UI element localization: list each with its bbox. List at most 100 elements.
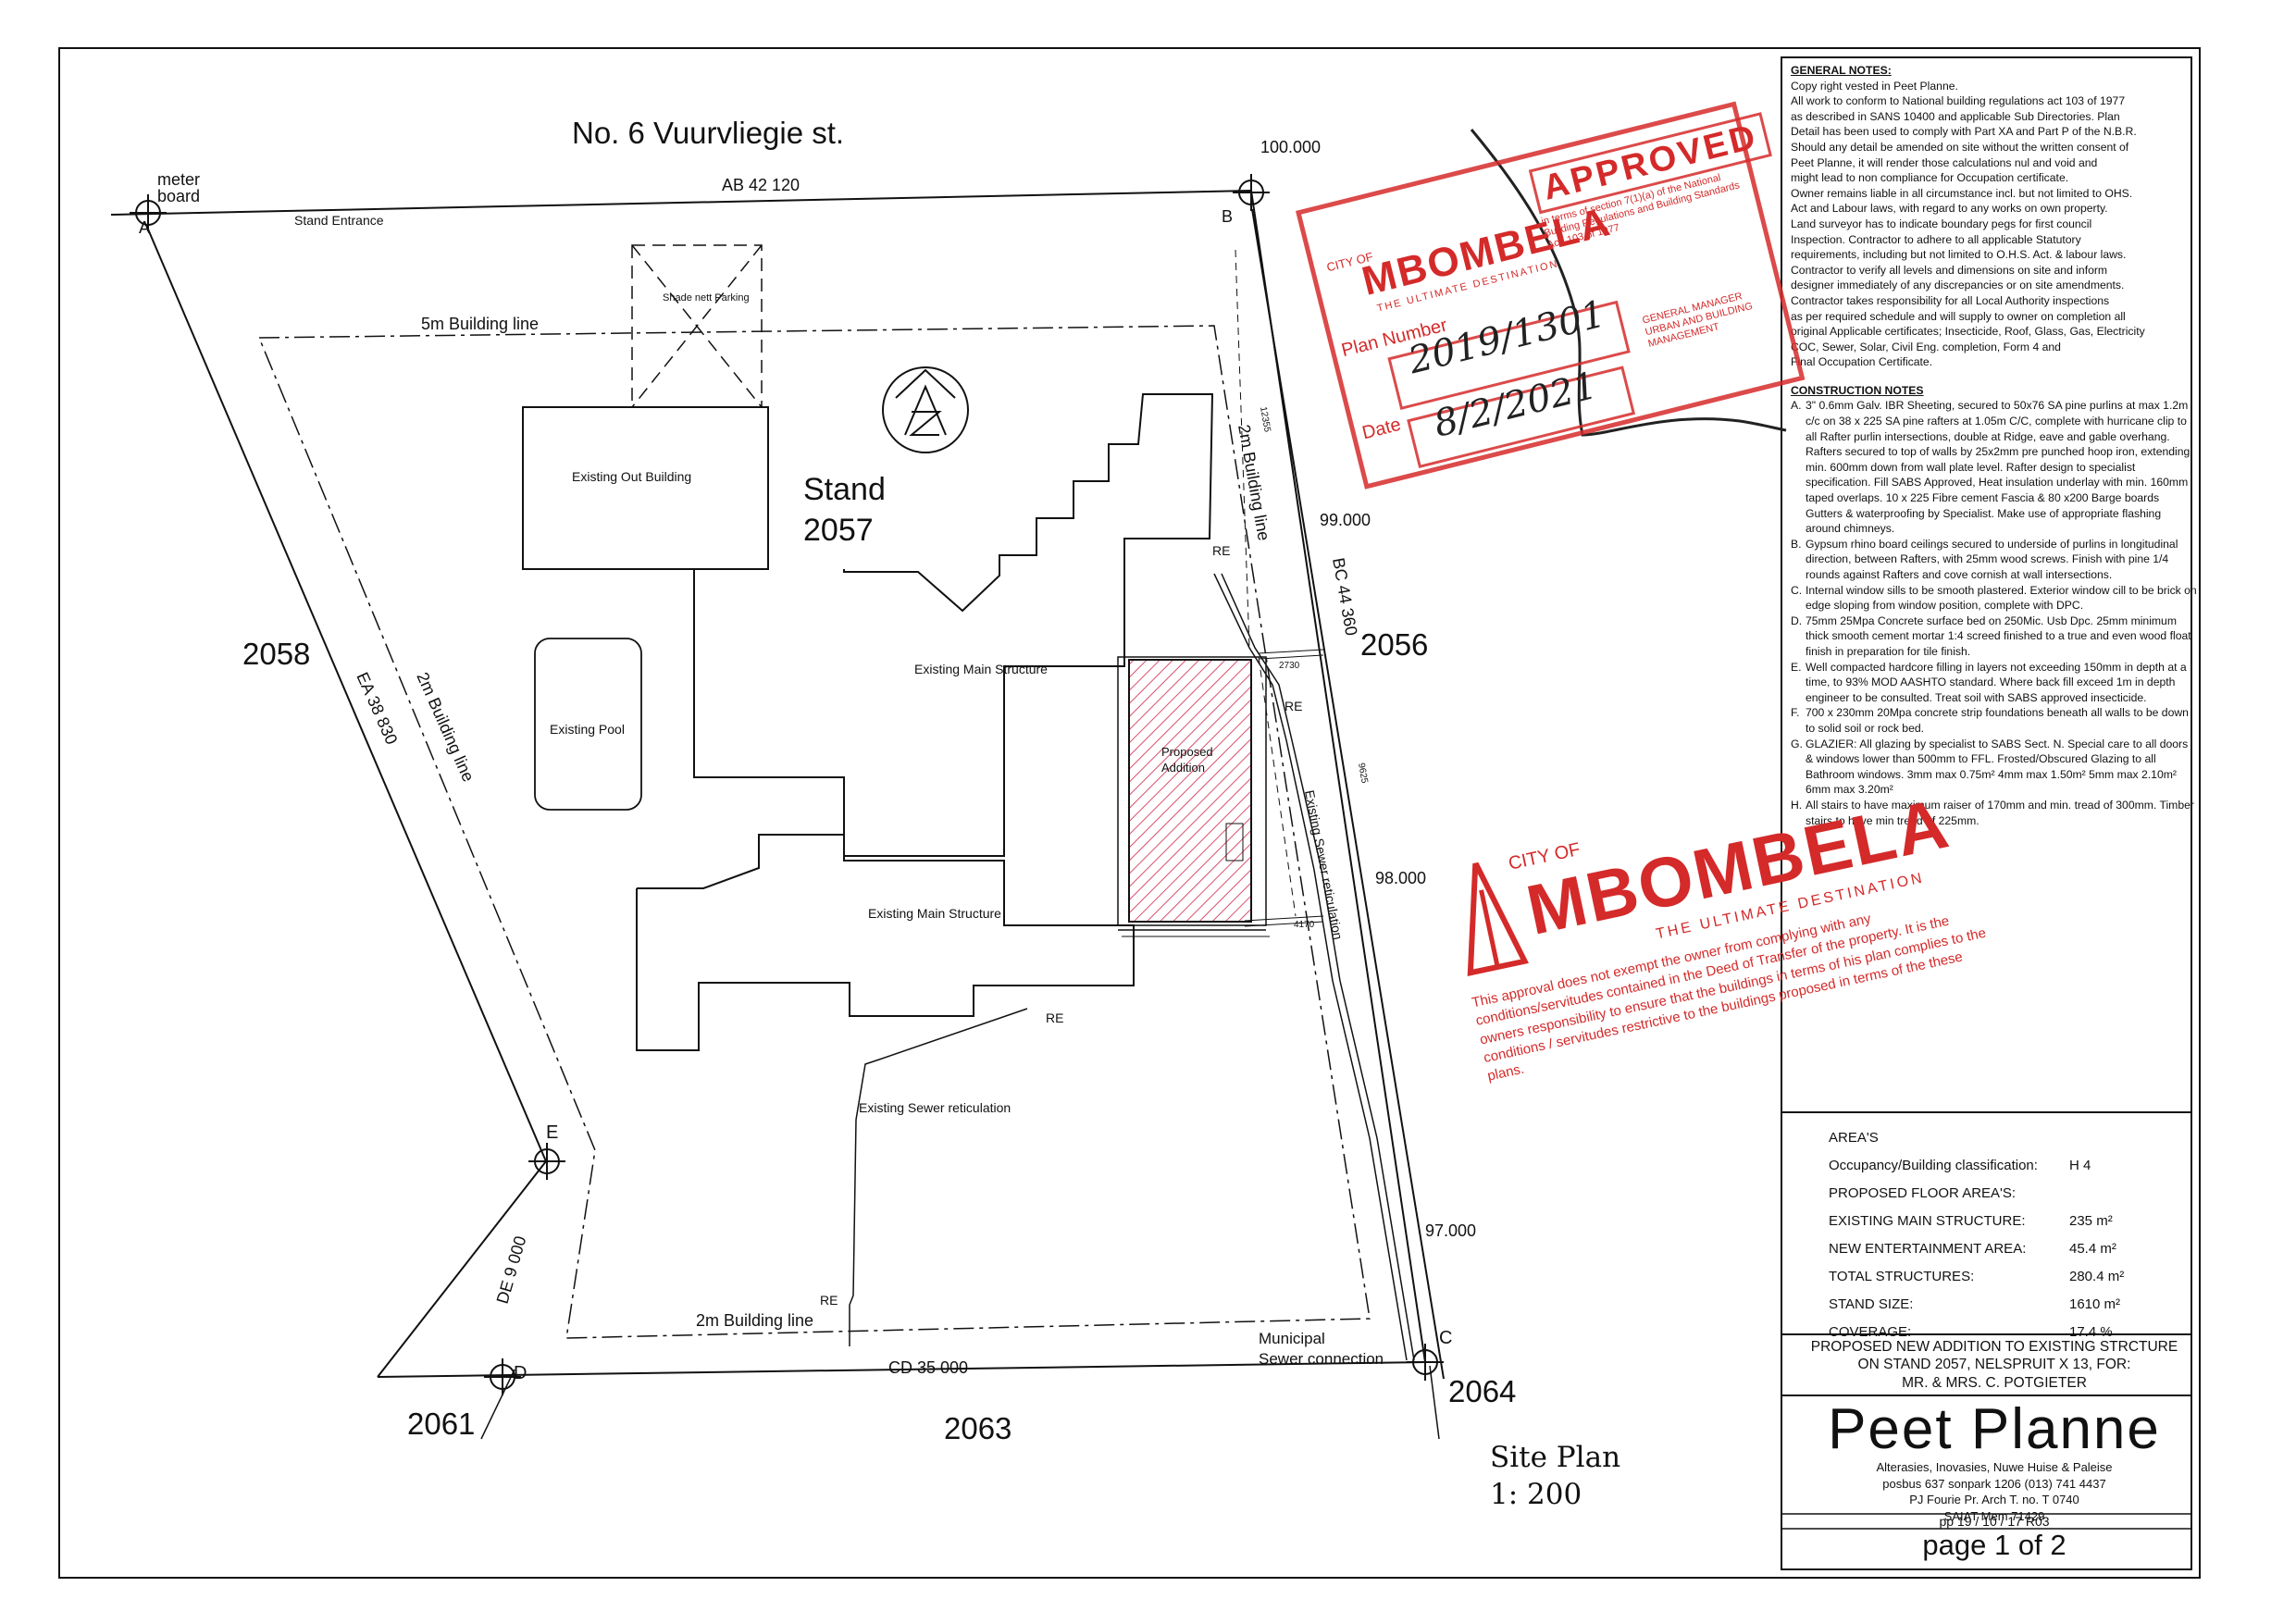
area-row: STAND SIZE:1610 m² bbox=[1829, 1295, 2121, 1312]
note-line: Land surveyor has to indicate boundary p… bbox=[1791, 217, 2092, 230]
area-row: Occupancy/Building classification:H 4 bbox=[1829, 1157, 2091, 1173]
corner-marker-e bbox=[528, 1143, 565, 1180]
signature-mark bbox=[1470, 129, 1787, 437]
stand-label: Stand bbox=[803, 472, 886, 507]
stamp-emblem-icon bbox=[1467, 856, 1529, 976]
corner-marker-c bbox=[1407, 1344, 1444, 1381]
area-row: TOTAL STRUCTURES:280.4 m² bbox=[1829, 1268, 2125, 1284]
note-line: Should any detail be amended on site wit… bbox=[1791, 140, 2129, 154]
neighbour-2061: 2061 bbox=[407, 1407, 475, 1441]
proposed-label: Proposed bbox=[1161, 745, 1213, 759]
proposed-addition bbox=[1117, 656, 1270, 937]
drawing-reference: pp 19 / 10 / 17 R03 bbox=[1939, 1514, 2050, 1529]
out-building-label: Existing Out Building bbox=[572, 469, 691, 484]
re-label: RE bbox=[820, 1293, 838, 1308]
note-line: Detail has been used to comply with Part… bbox=[1791, 125, 2137, 139]
area-row: EXISTING MAIN STRUCTURE:235 m² bbox=[1829, 1212, 2113, 1229]
page-number: page 1 of 2 bbox=[1922, 1529, 2066, 1561]
designer-logo: Peet Planne bbox=[1828, 1397, 2161, 1461]
boundary-cd-label: CD 35 000 bbox=[888, 1358, 968, 1377]
boundary-bc-label: BC 44 360 bbox=[1329, 556, 1360, 637]
stand-entrance-label: Stand Entrance bbox=[294, 213, 384, 228]
shade-parking-label: Shade nett Parking bbox=[663, 292, 750, 304]
construction-note: G.GLAZIER: All glazing by specialist to … bbox=[1791, 737, 2189, 797]
general-notes: GENERAL NOTES: Copy right vested in Peet… bbox=[1791, 63, 2198, 828]
dimension-4170: 4170 bbox=[1294, 920, 1315, 930]
dimension-lines bbox=[1235, 249, 1324, 927]
construction-note: A.3" 0.6mm Galv. IBR Sheeting, secured t… bbox=[1791, 399, 2191, 536]
existing-main-structure-top bbox=[693, 393, 1214, 857]
dimension-9625: 9625 bbox=[1356, 762, 1370, 785]
pool-label: Existing Pool bbox=[550, 722, 625, 737]
meter-board-label: board bbox=[157, 187, 200, 205]
general-notes-heading: GENERAL NOTES: bbox=[1791, 64, 1892, 77]
construction-notes-heading: CONSTRUCTION NOTES bbox=[1791, 383, 1924, 397]
level-100: 100.000 bbox=[1260, 138, 1321, 156]
boundary-de-label: DE 9 000 bbox=[493, 1233, 530, 1306]
note-line: as per required schedule and will supply… bbox=[1791, 309, 2126, 323]
dimension-12355: 12355 bbox=[1258, 406, 1272, 434]
neighbour-2056: 2056 bbox=[1360, 627, 1428, 662]
construction-note: E.Well compacted hardcore filling in lay… bbox=[1791, 660, 2187, 704]
note-line: Peet Planne, it will render those calcul… bbox=[1791, 155, 2098, 169]
sheet-border bbox=[58, 47, 2201, 1579]
area-row: NEW ENTERTAINMENT AREA:45.4 m² bbox=[1829, 1240, 2116, 1257]
designer-line: Alterasies, Inovasies, Nuwe Huise & Pale… bbox=[1876, 1460, 2113, 1475]
note-line: might lead to non compliance for Occupat… bbox=[1791, 171, 2069, 185]
construction-note: C.Internal window sills to be smooth pla… bbox=[1791, 583, 2197, 613]
general-notes-lines: Copy right vested in Peet Planne. All wo… bbox=[1791, 79, 2198, 370]
sewer-right-label: Existing Sewer reticulation bbox=[1302, 789, 1346, 941]
building-line-2m-bottom: 2m Building line bbox=[696, 1311, 813, 1330]
note-line: All work to conform to National building… bbox=[1791, 94, 2126, 108]
designer-line: PJ Fourie Pr. Arch T. no. T 0740 bbox=[1909, 1493, 2079, 1507]
corner-markers bbox=[130, 174, 1444, 1395]
stand-number: 2057 bbox=[803, 513, 874, 548]
dimension-2730: 2730 bbox=[1279, 661, 1300, 671]
corner-label-c: C bbox=[1439, 1328, 1452, 1348]
drawing-title: Site Plan bbox=[1490, 1441, 1620, 1474]
drawing-scale: 1: 200 bbox=[1490, 1478, 1582, 1511]
note-line: Copy right vested in Peet Planne. bbox=[1791, 79, 1958, 93]
sewer-center-label: Existing Sewer reticulation bbox=[859, 1100, 1011, 1115]
note-line: COC, Sewer, Solar, Civil Eng. completion… bbox=[1791, 340, 2061, 353]
corner-label-b: B bbox=[1222, 207, 1233, 226]
construction-note: D.75mm 25Mpa Concrete surface bed on 250… bbox=[1791, 614, 2191, 658]
neighbour-2064: 2064 bbox=[1448, 1374, 1516, 1408]
corner-label-d: D bbox=[514, 1363, 527, 1383]
building-line-2m-left: 2m Building line bbox=[413, 669, 478, 784]
sewer-lines bbox=[849, 573, 1415, 1361]
municipal-sewer-label: Sewer connection bbox=[1259, 1350, 1384, 1368]
proposed-label: Addition bbox=[1161, 761, 1205, 775]
street-name: No. 6 Vuurvliegie st. bbox=[572, 116, 844, 150]
corner-label-e: E bbox=[546, 1122, 558, 1143]
level-99: 99.000 bbox=[1320, 511, 1371, 529]
building-lines bbox=[258, 325, 1371, 1339]
re-label: RE bbox=[1285, 699, 1302, 713]
corner-marker-d bbox=[484, 1358, 521, 1395]
stand-boundary bbox=[110, 190, 1445, 1440]
note-line: designer immediately of any discrepancie… bbox=[1791, 279, 2125, 292]
construction-note: H.All stairs to have maximum raiser of 1… bbox=[1791, 798, 2194, 827]
municipal-stamp: CITY OF MBOMBELA THE ULTIMATE DESTINATIO… bbox=[1442, 753, 1997, 1087]
designer-line: SAIAT Mem 71429 bbox=[1943, 1508, 2045, 1523]
construction-note: F.700 x 230mm 20Mpa concrete strip found… bbox=[1791, 706, 2189, 735]
corner-marker-a bbox=[130, 194, 167, 231]
note-line: Owner remains liable in all circumstance… bbox=[1791, 186, 2133, 200]
building-line-2m-right: 2m Building line bbox=[1235, 423, 1273, 542]
re-label: RE bbox=[1046, 1010, 1063, 1025]
level-97: 97.000 bbox=[1425, 1221, 1476, 1240]
neighbour-2058: 2058 bbox=[242, 637, 310, 671]
re-label: RE bbox=[1212, 543, 1230, 558]
area-row: PROPOSED FLOOR AREA'S: bbox=[1829, 1184, 2017, 1201]
meter-board-label: meter bbox=[157, 170, 200, 189]
boundary-ea-label: EA 38 830 bbox=[353, 669, 401, 747]
note-line: Contractor to verify all levels and dime… bbox=[1791, 263, 2108, 277]
north-arrow-icon bbox=[882, 366, 969, 453]
construction-note: B.Gypsum rhino board ceilings secured to… bbox=[1791, 537, 2178, 581]
note-line: Final Occupation Certificate. bbox=[1791, 355, 1933, 369]
title-block-border bbox=[1781, 56, 2192, 1570]
existing-pool bbox=[534, 638, 642, 811]
existing-main-structure-bottom bbox=[636, 834, 1135, 1051]
